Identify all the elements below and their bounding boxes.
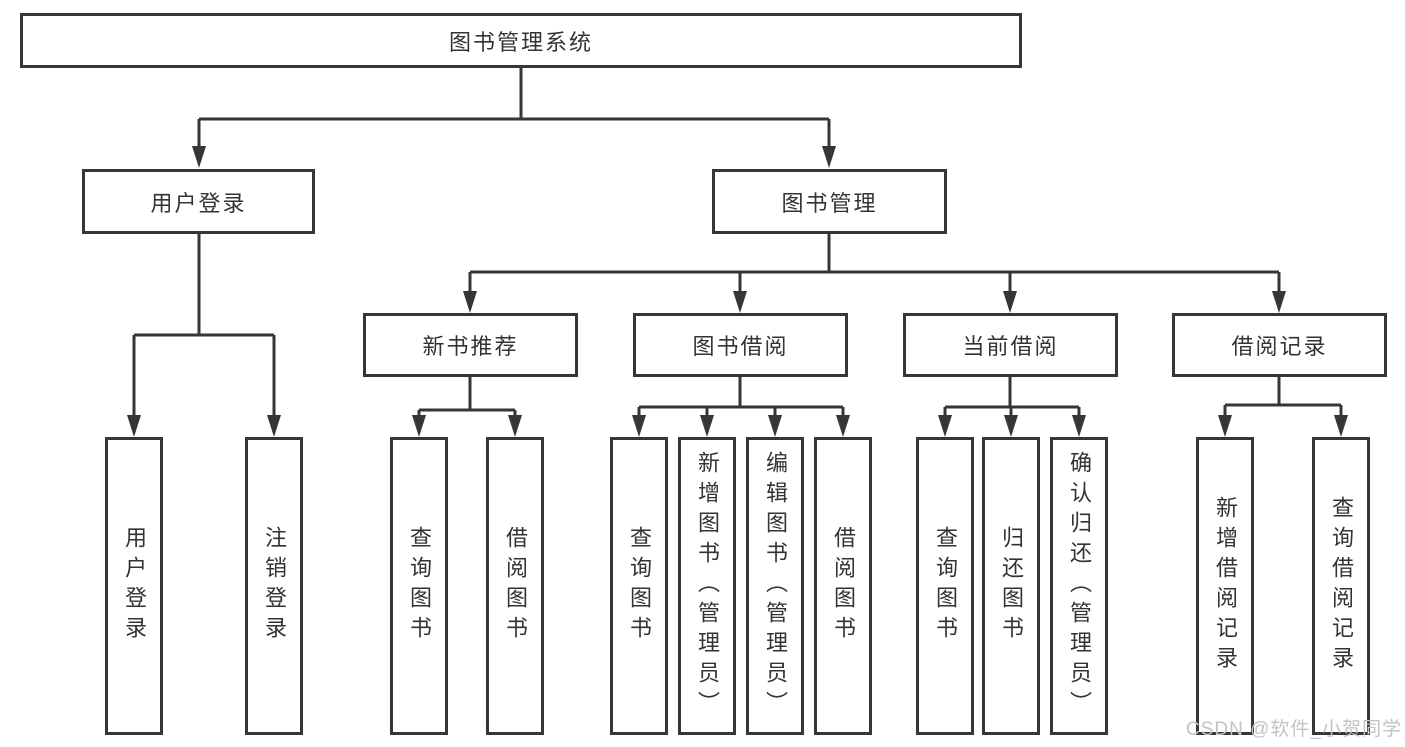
arrowhead — [822, 146, 836, 168]
connector-userlogin-trunk — [134, 234, 274, 337]
connector-bookmgmt-trunk — [470, 234, 1279, 274]
arrowhead — [508, 415, 522, 437]
arrowhead — [1272, 291, 1286, 313]
arrowhead — [768, 415, 782, 437]
node-new-book-recommend: 新书推荐 — [363, 313, 578, 377]
arrowhead — [1004, 415, 1018, 437]
arrowhead — [836, 415, 850, 437]
arrowhead — [127, 415, 141, 437]
arrowhead — [1334, 415, 1348, 437]
connector-borrowrecord-trunk — [1225, 377, 1341, 407]
node-label: 查询图书 — [407, 526, 432, 646]
leaf-query-books-2: 查询图书 — [610, 437, 668, 735]
node-label: 编辑图书（管理员） — [763, 451, 788, 721]
leaf-add-book-admin: 新增图书（管理员） — [678, 437, 736, 735]
node-label: 借阅记录 — [1231, 334, 1328, 359]
arrowhead — [267, 415, 281, 437]
leaf-query-books-1: 查询图书 — [390, 437, 448, 735]
node-user-login: 用户登录 — [82, 169, 315, 234]
node-label: 图书管理系统 — [448, 29, 593, 55]
connector-currentborrow-trunk — [945, 377, 1079, 409]
node-label: 查询图书 — [627, 526, 652, 646]
arrowhead — [632, 415, 646, 437]
node-label: 图书管理 — [781, 190, 878, 216]
arrowheads — [127, 146, 1348, 437]
leaf-confirm-return-admin: 确认归还（管理员） — [1050, 437, 1108, 735]
node-label: 归还图书 — [999, 526, 1024, 646]
node-label: 查询借阅记录 — [1329, 496, 1354, 676]
arrowhead — [938, 415, 952, 437]
leaf-user-login: 用户登录 — [105, 437, 163, 735]
node-book-management: 图书管理 — [712, 169, 947, 234]
node-label: 借阅图书 — [503, 526, 528, 646]
leaf-return-book: 归还图书 — [982, 437, 1040, 735]
node-label: 当前借阅 — [962, 334, 1059, 359]
arrowhead — [463, 291, 477, 313]
arrowhead — [1218, 415, 1232, 437]
arrowhead — [733, 291, 747, 313]
connector-root-trunk — [199, 68, 829, 121]
node-book-borrow: 图书借阅 — [633, 313, 848, 377]
node-label: 查询图书 — [933, 526, 958, 646]
node-label: 确认归还（管理员） — [1067, 451, 1092, 721]
leaf-logout: 注销登录 — [245, 437, 303, 735]
arrowhead — [192, 146, 206, 168]
node-label: 图书借阅 — [692, 334, 789, 359]
node-label: 注销登录 — [262, 526, 287, 646]
connector-bookborrow-trunk — [639, 377, 843, 409]
connector-newbook-trunk — [419, 377, 515, 412]
csdn-watermark: CSDN @软件_小贺同学 — [1186, 719, 1402, 740]
leaf-add-borrow-record: 新增借阅记录 — [1196, 437, 1254, 735]
leaf-borrow-books-2: 借阅图书 — [814, 437, 872, 735]
node-root-library-system: 图书管理系统 — [20, 13, 1022, 68]
arrowhead — [412, 415, 426, 437]
arrowhead — [700, 415, 714, 437]
node-label: 新书推荐 — [422, 334, 519, 359]
leaf-edit-book-admin: 编辑图书（管理员） — [746, 437, 804, 735]
node-current-borrow: 当前借阅 — [903, 313, 1118, 377]
leaf-query-books-3: 查询图书 — [916, 437, 974, 735]
arrowhead — [1003, 291, 1017, 313]
leaf-borrow-books-1: 借阅图书 — [486, 437, 544, 735]
node-label: 新增借阅记录 — [1213, 496, 1238, 676]
node-label: 新增图书（管理员） — [695, 451, 720, 721]
node-label: 用户登录 — [150, 190, 247, 216]
leaf-query-borrow-record: 查询借阅记录 — [1312, 437, 1370, 735]
arrowhead — [1072, 415, 1086, 437]
node-label: 借阅图书 — [831, 526, 856, 646]
node-label: 用户登录 — [122, 526, 147, 646]
node-borrow-record: 借阅记录 — [1172, 313, 1387, 377]
